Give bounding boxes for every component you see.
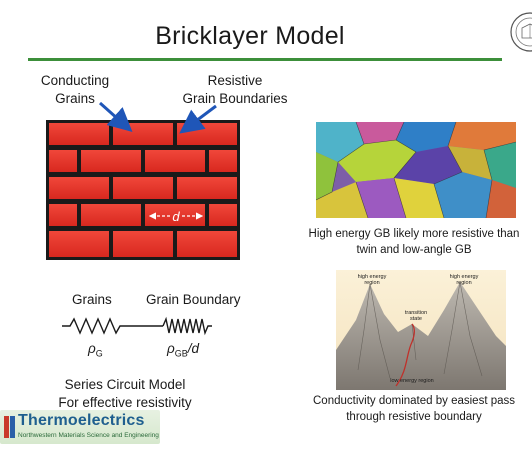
logo-title: Thermoelectrics (18, 412, 145, 429)
brick (113, 231, 173, 257)
low-energy-label: low energy region (390, 378, 434, 384)
slide-title: Bricklayer Model (155, 22, 345, 50)
thermo-logo-icon (4, 416, 15, 438)
arrow-icon (179, 104, 217, 134)
brick (145, 150, 205, 172)
left-peak-label: high energy region (357, 274, 387, 286)
brick (113, 123, 173, 145)
rho-g-label: ρG (88, 341, 103, 359)
d-symbol: d (172, 209, 180, 224)
brick (177, 177, 237, 199)
brick (113, 177, 173, 199)
brick (81, 204, 141, 226)
brick (49, 231, 109, 257)
brick (49, 204, 77, 226)
series-circuit-caption: Series Circuit Model For effective resis… (58, 377, 192, 410)
brick (49, 177, 109, 199)
ebsd-caption: High energy GB likely more resistive tha… (308, 228, 520, 256)
grain-resistor (62, 317, 132, 335)
brick (177, 231, 237, 257)
brick (177, 123, 237, 145)
brick (209, 204, 237, 226)
title-underline (28, 58, 502, 61)
university-seal-icon (510, 12, 532, 52)
right-peak-label: high energy region (449, 274, 479, 286)
logo-subtitle: Northwestern Materials Science and Engin… (18, 432, 159, 439)
grains-label: Grains (72, 292, 112, 307)
conducting-grains-label: Conducting Grains (40, 73, 110, 106)
brick (209, 150, 237, 172)
resistive-boundaries-label: Resistive Grain Boundaries (182, 73, 288, 106)
landscape-caption: Conductivity dominated by easiest pass t… (313, 395, 515, 423)
brick (145, 204, 205, 226)
transition-state-label: transition state (404, 310, 428, 322)
grain-boundary-label: Grain Boundary (146, 292, 241, 307)
energy-landscape-image: high energy region high energy region tr… (336, 270, 506, 390)
grain-boundary-resistor (162, 316, 212, 336)
ebsd-grain-map-image (316, 122, 516, 218)
brick (49, 150, 77, 172)
brick (49, 123, 109, 145)
arrow-icon (99, 101, 133, 132)
brick (81, 150, 141, 172)
rho-gb-label: ρGB/d (167, 341, 200, 359)
thermoelectrics-logo: Thermoelectrics Northwestern Materials S… (0, 410, 160, 444)
